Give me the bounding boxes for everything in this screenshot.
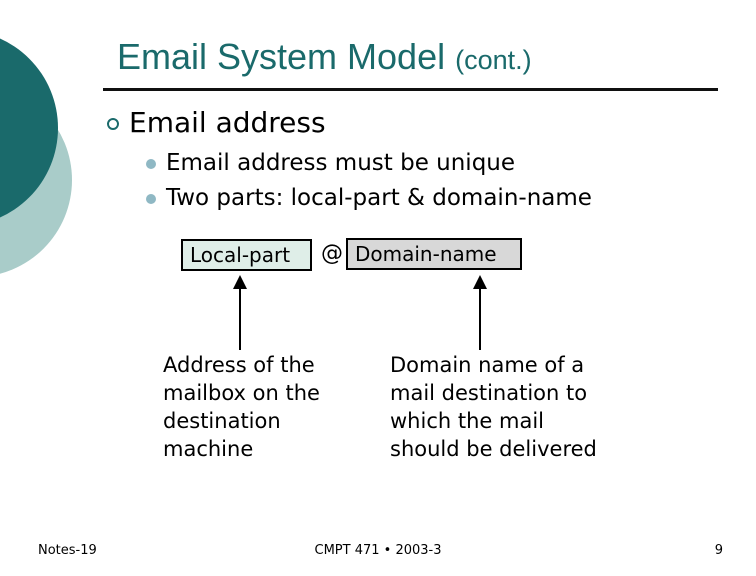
arrowhead-icon	[473, 275, 487, 289]
bullet-item-label: Email address must be unique	[166, 150, 516, 176]
footer-course-label: CMPT 471 • 2003-3	[314, 543, 442, 558]
arrowhead-icon	[233, 275, 247, 289]
bullet-item-label: Two parts: local-part & domain-name	[166, 185, 592, 211]
footer-notes-label: Notes-19	[38, 543, 97, 558]
domain-name-annotation: Domain name of a mail destination to whi…	[390, 353, 597, 461]
bullet-heading-label: Email address	[129, 106, 326, 139]
footer-page-number: 9	[714, 543, 723, 558]
bullet-item-two-parts: Two parts: local-part & domain-name	[146, 185, 592, 211]
dot-bullet-icon	[146, 159, 156, 169]
arrow-line	[479, 289, 481, 350]
slide-title-suffix: (cont.)	[455, 45, 532, 75]
bullet-heading-row: Email address	[107, 106, 326, 139]
arrow-line	[239, 289, 241, 350]
slide-title: Email System Model (cont.)	[117, 36, 532, 78]
arrow-up-domain	[473, 275, 487, 350]
at-symbol: @	[321, 241, 343, 266]
domain-name-box: Domain-name	[346, 238, 522, 270]
local-part-box: Local-part	[181, 239, 312, 271]
title-underline	[103, 88, 718, 91]
arrow-up-local	[233, 275, 247, 350]
circle-bullet-icon	[107, 118, 119, 130]
dot-bullet-icon	[146, 194, 156, 204]
local-part-annotation: Address of the mailbox on the destinatio…	[163, 353, 320, 461]
bullet-item-unique: Email address must be unique	[146, 150, 515, 176]
slide-title-main: Email System Model	[117, 36, 456, 77]
